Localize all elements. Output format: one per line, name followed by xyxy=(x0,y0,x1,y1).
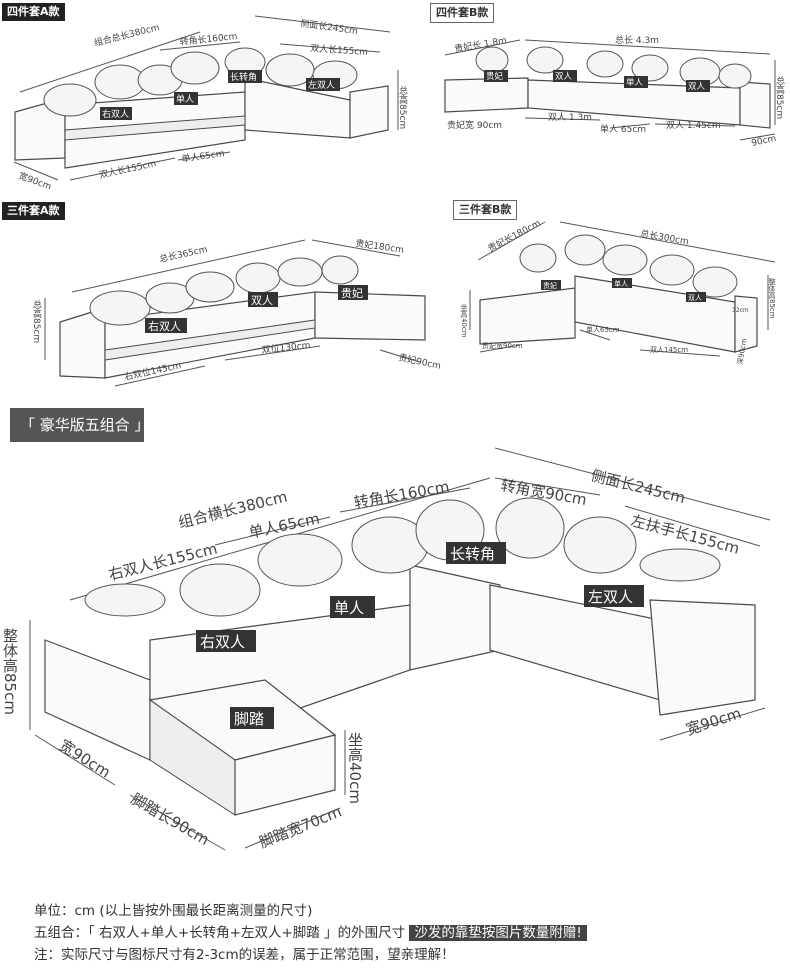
dim-b3-double: 双人145cm xyxy=(650,346,688,354)
panel-title-b3: 三件套B款 xyxy=(453,200,518,220)
dim-b4-double2: 双人 1.45cm xyxy=(666,120,721,131)
label-b3-double: 双人 xyxy=(688,294,702,302)
dim-b4-total: 总长 4.3m xyxy=(615,34,659,46)
label-long-corner: 长转角 xyxy=(230,71,257,83)
label-b3-chaise: 贵妃 xyxy=(543,281,557,290)
dim-ottoman-length: 脚踏长90cm xyxy=(128,790,212,849)
panel-title-b4: 四件套B款 xyxy=(430,3,495,23)
note-tolerance: 注：实际尺寸与图标尺寸有2-3cm的误差，属于正常范围，望亲理解！ xyxy=(34,947,455,963)
dim-a3-height: 总高85cm xyxy=(31,299,42,343)
dim-b4-chaise-width: 贵妃宽 90cm xyxy=(447,119,502,131)
dim-height: 总高85cm xyxy=(397,85,408,129)
label-right-double: 右双人 xyxy=(200,633,245,651)
label-b4-chaise: 贵妃 xyxy=(486,71,504,82)
label-left-double: 左双人 xyxy=(308,79,335,91)
dim-b3-single: 单人65cm xyxy=(586,325,620,334)
note-five-piece: 五组合：「 右双人+单人+长转角+左双人+脚踏 」的外围尺寸 沙发的靠垫按图片数… xyxy=(34,922,587,944)
sofa-diagram-b3: 贵妃长180cm 总长300cm 整体高85cm 坐高40cm 贵妃宽90cm … xyxy=(460,217,776,365)
dim-b3-chaise-width: 贵妃宽90cm xyxy=(482,341,523,350)
sofa-diagram-a3: 总长365cm 贵妃180cm 总高85cm 右双位145cm 双位130cm … xyxy=(31,237,442,387)
label-b4-double2: 双人 xyxy=(688,82,706,92)
note-cushion-highlight: 沙发的靠垫按图片数量附赠! xyxy=(409,925,587,941)
dim-height: 整体高85cm xyxy=(1,628,19,715)
luxury-title: 「 豪华版五组合 」 xyxy=(10,408,150,442)
note-five-piece-text: 五组合：「 右双人+单人+长转角+左双人+脚踏 」的外围尺寸 xyxy=(34,925,406,941)
label-ottoman: 脚踏 xyxy=(234,710,264,728)
dim-seat-height: 坐高40cm xyxy=(346,732,364,804)
label-long-corner: 长转角 xyxy=(450,545,495,563)
dim-ottoman-width: 脚踏宽70cm xyxy=(257,802,344,851)
dim-width-left: 宽90cm xyxy=(56,736,114,781)
label-b3-single: 单人 xyxy=(614,279,628,288)
dim-b4-height: 总高85cm xyxy=(774,75,785,119)
label-single: 单人 xyxy=(334,599,364,617)
label-a3-chaise: 贵妃 xyxy=(341,286,363,300)
dim-b3-seat-height: 坐高40cm xyxy=(460,303,468,338)
dim-b4-single: 单人 65cm xyxy=(600,123,646,135)
label-b4-double1: 双人 xyxy=(555,72,573,82)
label-b4-single: 单人 xyxy=(626,77,644,88)
label-right-double: 右双人 xyxy=(102,108,129,120)
note-units: 单位：cm (以上皆按外围最长距离测量的尺寸) xyxy=(34,903,313,919)
dim-side-length: 侧面长245cm xyxy=(589,466,687,507)
panel-title-a4: 四件套A款 xyxy=(2,3,65,21)
dim-b3-arm: 32cm xyxy=(732,307,749,314)
sofa-diagram-b4: 贵妃长 1.8m 总长 4.3m 总高85cm 贵妃宽 90cm 双人 1.3m… xyxy=(444,34,785,149)
label-a3-double: 双人 xyxy=(251,294,273,307)
notes-block: 单位：cm (以上皆按外围最长距离测量的尺寸) 五组合：「 右双人+单人+长转角… xyxy=(34,900,587,966)
label-a3-right-double: 右双人 xyxy=(148,319,181,333)
dim-b3-height: 整体高85cm xyxy=(768,277,776,319)
sofa-diagram-a4: 组合总长380cm 转角长160cm 侧面长245cm 双人长155cm 总高8… xyxy=(13,15,408,193)
label-left-double: 左双人 xyxy=(588,588,633,606)
dim-b4-double1: 双人 1.3m xyxy=(548,112,592,123)
panel-title-a3: 三件套A款 xyxy=(2,202,65,220)
label-single: 单人 xyxy=(176,93,194,105)
